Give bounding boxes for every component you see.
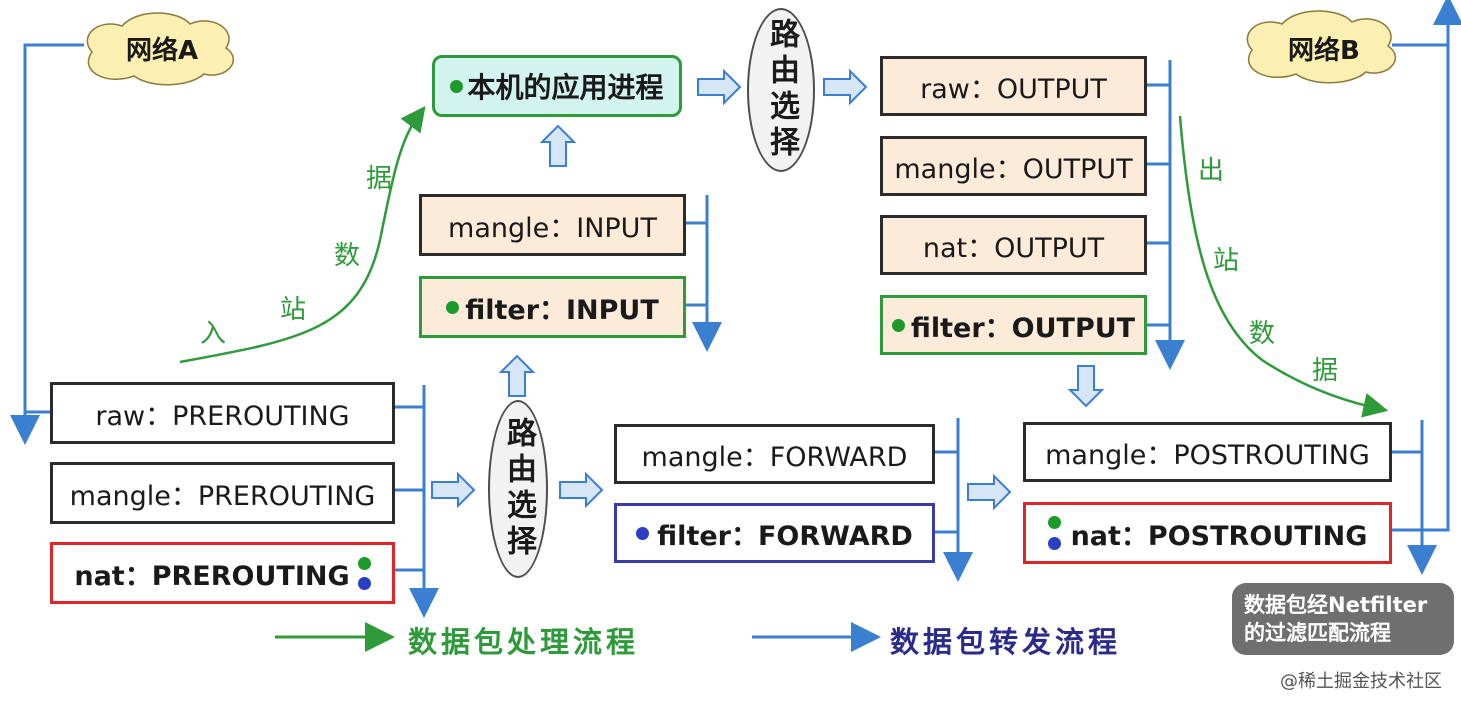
mangle-input-box: mangle：INPUT	[419, 194, 686, 256]
filter-forward-box: filter：FORWARD	[614, 503, 935, 563]
raw-output-box: raw：OUTPUT	[880, 56, 1147, 116]
filter-forward-label: filter：FORWARD	[657, 520, 913, 552]
outbound-curve	[1178, 115, 1389, 418]
filter-output-box: filter：OUTPUT	[880, 295, 1147, 355]
watermark-badge: 数据包经Netfilter 的过滤匹配流程	[1232, 583, 1454, 655]
filter-output-label: filter：OUTPUT	[910, 312, 1136, 344]
green-dot-icon	[1047, 516, 1061, 529]
arrow-app-to-routing	[697, 68, 742, 106]
prerouting-bracket	[395, 385, 439, 618]
arrow-routing-to-forward	[559, 471, 604, 509]
outbound-label-4: 据	[1312, 356, 1339, 386]
blue-dot-icon	[1047, 537, 1061, 550]
green-dot-icon	[450, 79, 464, 93]
inbound-label-3: 数	[334, 241, 361, 271]
mangle-output-box: mangle：OUTPUT	[880, 136, 1147, 196]
forward-bracket	[935, 418, 973, 582]
nat-output-box: nat：OUTPUT	[880, 215, 1147, 275]
output-bracket	[1147, 60, 1185, 370]
dot-group	[357, 556, 371, 590]
watermark-line-2: 的过滤匹配流程	[1244, 621, 1391, 645]
cloud-b-shape	[1246, 10, 1396, 84]
blue-dot-icon	[357, 576, 371, 590]
dot-group	[1047, 516, 1061, 550]
nat-postrouting-label: nat：POSTROUTING	[1070, 520, 1368, 552]
nat-postrouting-box: nat：POSTROUTING	[1023, 502, 1392, 564]
raw-prerouting-box: raw：PREROUTING	[50, 382, 395, 444]
arrow-routing-to-input	[498, 354, 536, 397]
nat-prerouting-label: nat：PREROUTING	[74, 560, 350, 592]
blue-dot-icon	[636, 526, 650, 540]
network-b-line	[1392, 0, 1461, 47]
arrow-input-to-app	[539, 124, 577, 167]
outbound-label-3: 数	[1249, 319, 1276, 349]
input-bracket	[686, 195, 722, 352]
arrow-prerouting-to-routing	[431, 471, 476, 509]
network-a-label: 网络A	[126, 36, 199, 66]
inbound-label-4: 据	[366, 164, 393, 194]
filter-input-box: filter：INPUT	[419, 276, 686, 338]
network-a-line	[10, 43, 84, 445]
inbound-label-2: 站	[280, 295, 307, 325]
postrouting-to-network-b	[1392, 45, 1450, 532]
app-process-box: 本机的应用进程	[432, 55, 682, 117]
routing-decision-bottom: 路由选择	[488, 400, 548, 578]
mangle-postrouting-box: mangle：POSTROUTING	[1023, 422, 1392, 482]
inbound-curve	[179, 105, 426, 364]
network-b-label: 网络B	[1288, 36, 1360, 66]
block-arrows	[431, 68, 1105, 511]
watermark-line-1: 数据包经Netfilter	[1244, 593, 1428, 617]
app-process-label: 本机的应用进程	[467, 71, 664, 104]
cloud-a-shape	[86, 12, 234, 86]
routing-decision-top: 路由选择	[747, 8, 815, 172]
mangle-forward-box: mangle：FORWARD	[614, 424, 935, 484]
outbound-label-2: 站	[1213, 246, 1240, 276]
postrouting-bracket	[1392, 420, 1437, 575]
green-dot-icon	[891, 318, 905, 332]
arrow-output-to-postrouting	[1067, 365, 1105, 408]
inbound-label-1: 入	[200, 319, 227, 349]
arrow-routing-to-output	[823, 68, 868, 106]
arrow-forward-to-postrouting	[967, 473, 1012, 511]
mangle-prerouting-box: mangle：PREROUTING	[50, 462, 395, 524]
legend-forward-label: 数据包转发流程	[890, 625, 1122, 659]
watermark-site: @稀土掘金技术社区	[1280, 671, 1442, 692]
outbound-label-1: 出	[1198, 156, 1225, 186]
nat-prerouting-box: nat：PREROUTING	[50, 542, 395, 604]
green-dot-icon	[446, 300, 460, 314]
legend-process-label: 数据包处理流程	[408, 625, 640, 659]
green-dot-icon	[357, 556, 371, 570]
filter-input-label: filter：INPUT	[465, 294, 659, 326]
